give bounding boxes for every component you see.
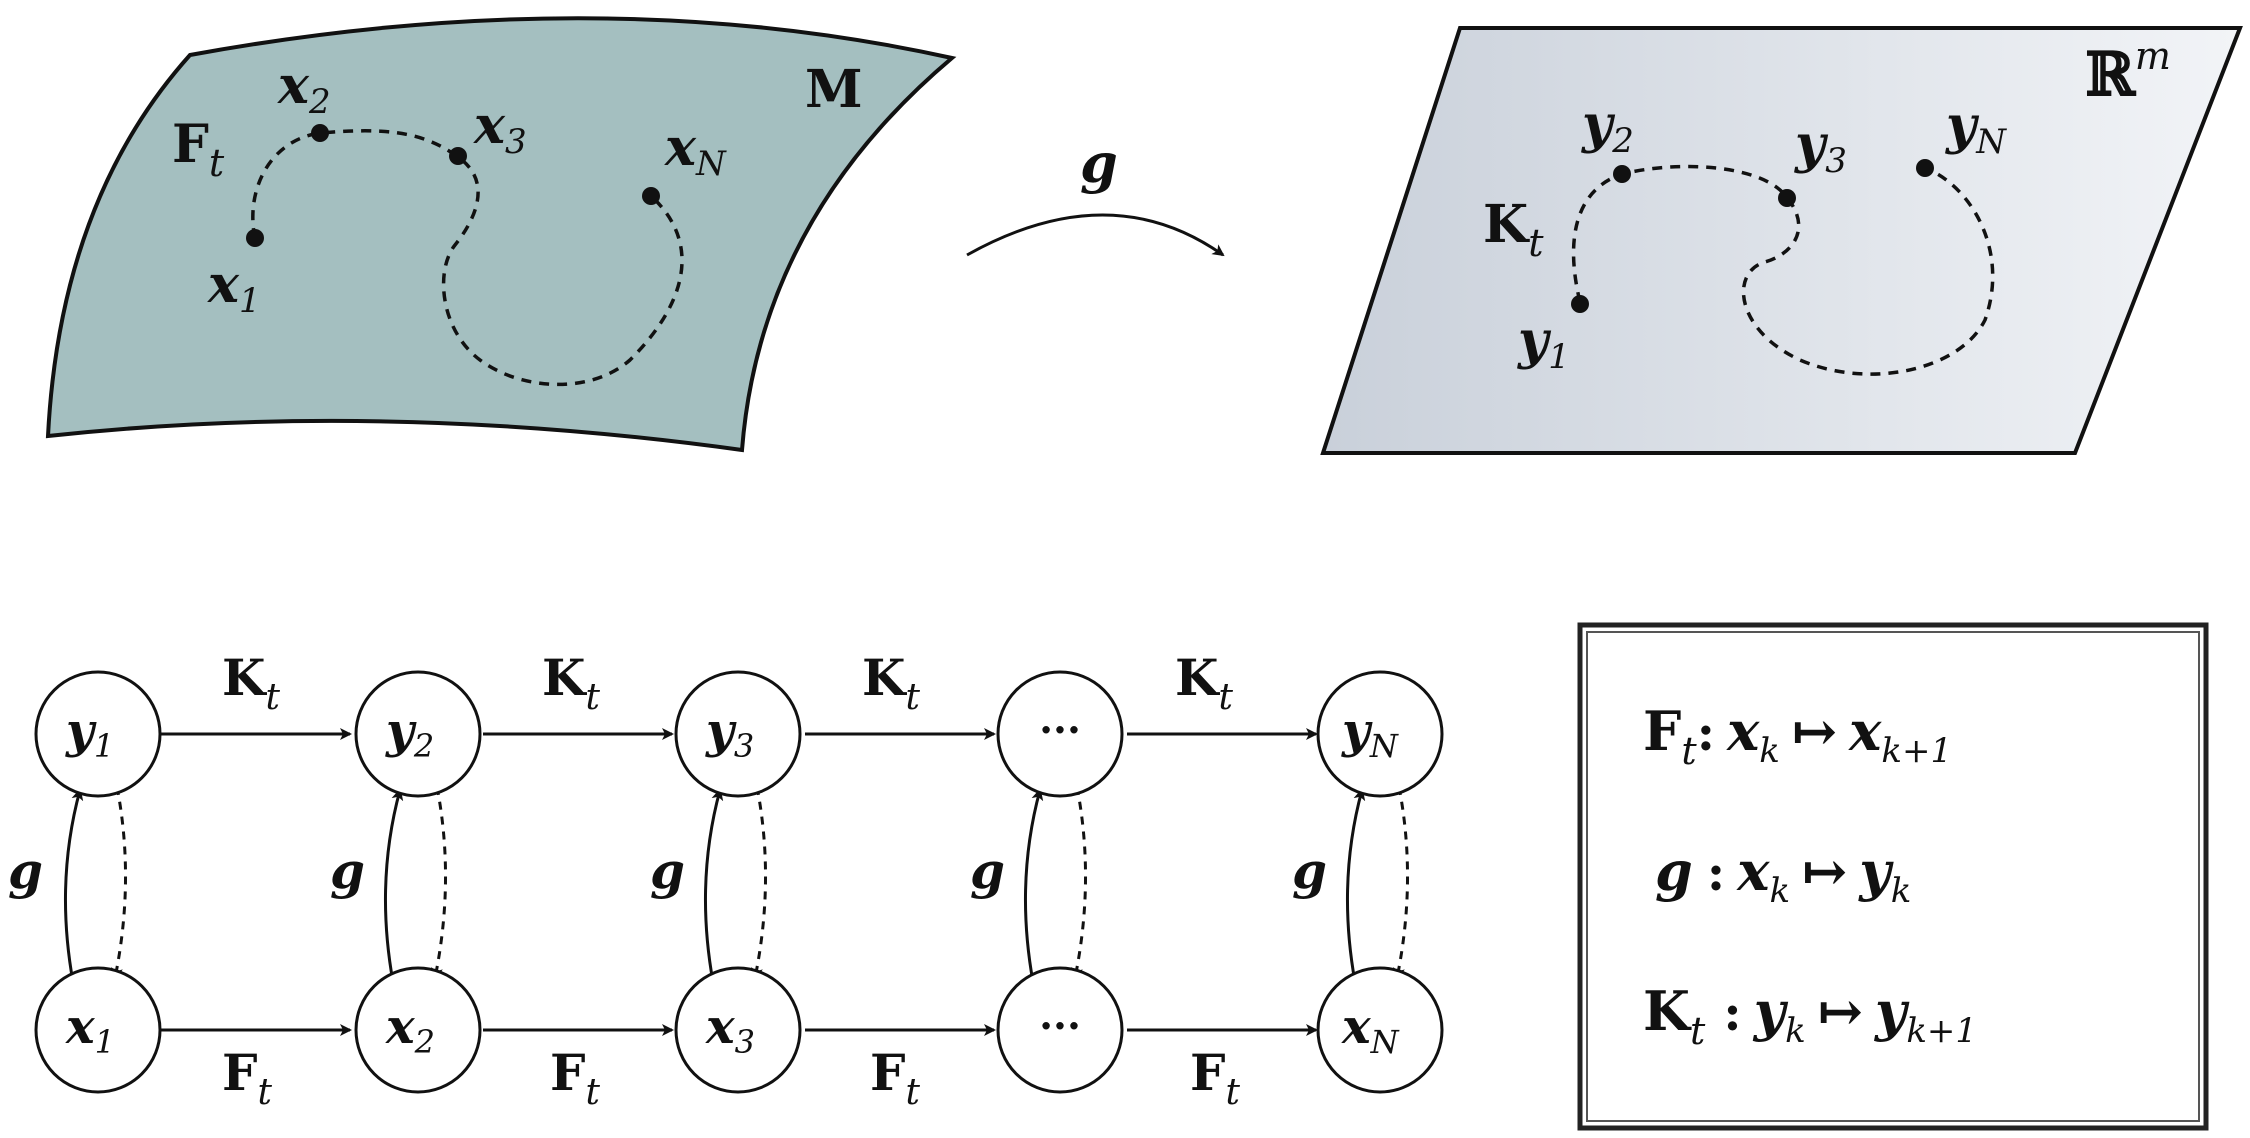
node-x3 xyxy=(674,966,802,1094)
manifold-panel: M x1 x2 x3 xN Ft xyxy=(45,16,957,453)
manifold-point-xN xyxy=(642,187,660,205)
vertical-inv-4 xyxy=(1071,786,1087,980)
euclidean-point-y1 xyxy=(1571,295,1589,313)
vertical-g-3 xyxy=(703,788,724,983)
node-label-x1: x1 xyxy=(65,999,115,1061)
vertical-g-label-4: g xyxy=(970,841,1005,900)
top-edge-label-3: Kt xyxy=(862,648,920,718)
legend-row-2: g:xk↦yk xyxy=(1655,839,1911,911)
node-label-y-ellipsis: ··· xyxy=(1039,707,1081,754)
vertical-g-5 xyxy=(1345,788,1366,983)
bottom-edge-label-4: Ft xyxy=(1190,1043,1241,1113)
euclidean-label-yN: yN xyxy=(1945,95,2007,162)
vertical-g-4 xyxy=(1023,788,1044,983)
node-y3 xyxy=(674,670,802,798)
euclidean-label-y1: y1 xyxy=(1517,310,1570,377)
node-y1 xyxy=(34,670,162,798)
top-edge-label-4: Kt xyxy=(1175,648,1233,718)
euclidean-point-y3 xyxy=(1778,189,1796,207)
node-x1 xyxy=(34,966,162,1094)
euclidean-point-y2 xyxy=(1613,165,1631,183)
euclidean-label-y3: y3 xyxy=(1794,114,1847,181)
map-g: g xyxy=(966,131,1225,257)
manifold-surface xyxy=(45,16,957,453)
vertical-g-label-2: g xyxy=(330,841,365,900)
node-y2 xyxy=(354,670,482,798)
vertical-inv-5 xyxy=(1393,786,1409,980)
euclidean-plane xyxy=(1320,26,2243,455)
node-label-x3: x3 xyxy=(705,999,755,1061)
manifold-point-x1 xyxy=(246,229,264,247)
node-yN xyxy=(1316,670,1444,798)
node-label-x-ellipsis: ··· xyxy=(1039,1003,1081,1050)
legend-row-1: Ft:xk↦xk+1 xyxy=(1643,699,1952,773)
vertical-g-2 xyxy=(383,788,404,983)
legend-row-3: Kt:yk↦yk+1 xyxy=(1643,979,1977,1053)
bottom-edge-label-2: Ft xyxy=(550,1043,601,1113)
vertical-g-label-3: g xyxy=(650,841,685,900)
vertical-g-label-5: g xyxy=(1292,841,1327,900)
euclidean-panel: ℝm y1 y2 y3 yN Kt xyxy=(1320,26,2243,455)
bottom-edge-label-1: Ft xyxy=(222,1043,273,1113)
vertical-inv-2 xyxy=(431,786,447,980)
manifold-label-x2: x2 xyxy=(277,55,331,122)
node-x2 xyxy=(354,966,482,1094)
top-edge-label-1: Kt xyxy=(222,648,280,718)
euclidean-label-y2: y2 xyxy=(1581,94,1634,161)
bottom-edge-label-3: Ft xyxy=(870,1043,921,1113)
node-label-y3: y3 xyxy=(705,703,754,765)
manifold-point-x2 xyxy=(311,124,329,142)
node-label-xN: xN xyxy=(1341,999,1400,1061)
node-label-x2: x2 xyxy=(385,999,435,1061)
manifold-label-x3: x3 xyxy=(473,95,527,162)
manifold-label-x1: x1 xyxy=(207,254,261,321)
node-label-y2: y2 xyxy=(385,703,434,765)
vertical-g-1 xyxy=(63,788,84,983)
manifold-operator-label: Ft xyxy=(172,114,225,185)
euclidean-label: ℝm xyxy=(2085,34,2171,110)
euclidean-point-yN xyxy=(1916,159,1934,177)
manifold-label-xN: xN xyxy=(664,117,727,184)
node-y-ellipsis xyxy=(996,670,1124,798)
node-label-yN: yN xyxy=(1341,703,1399,765)
map-label: g xyxy=(1080,131,1118,195)
node-x-ellipsis xyxy=(996,966,1124,1094)
euclidean-operator-label: Kt xyxy=(1483,194,1544,265)
transition-graph: Kt Kt Kt Kt Ft Ft Ft Ft g g g g g xyxy=(8,648,1444,1113)
vertical-g-label-1: g xyxy=(8,841,43,900)
node-label-y1: y1 xyxy=(65,703,114,765)
vertical-inv-1 xyxy=(111,786,127,980)
vertical-inv-3 xyxy=(751,786,767,980)
top-edge-label-2: Kt xyxy=(542,648,600,718)
node-xN xyxy=(1316,966,1444,1094)
manifold-label: M xyxy=(805,59,863,120)
legend-box: Ft:xk↦xk+1 g:xk↦yk Kt:yk↦yk+1 xyxy=(1577,622,2209,1131)
manifold-trajectory xyxy=(251,129,684,387)
map-arrow xyxy=(966,213,1225,257)
manifold-point-x3 xyxy=(449,147,467,165)
